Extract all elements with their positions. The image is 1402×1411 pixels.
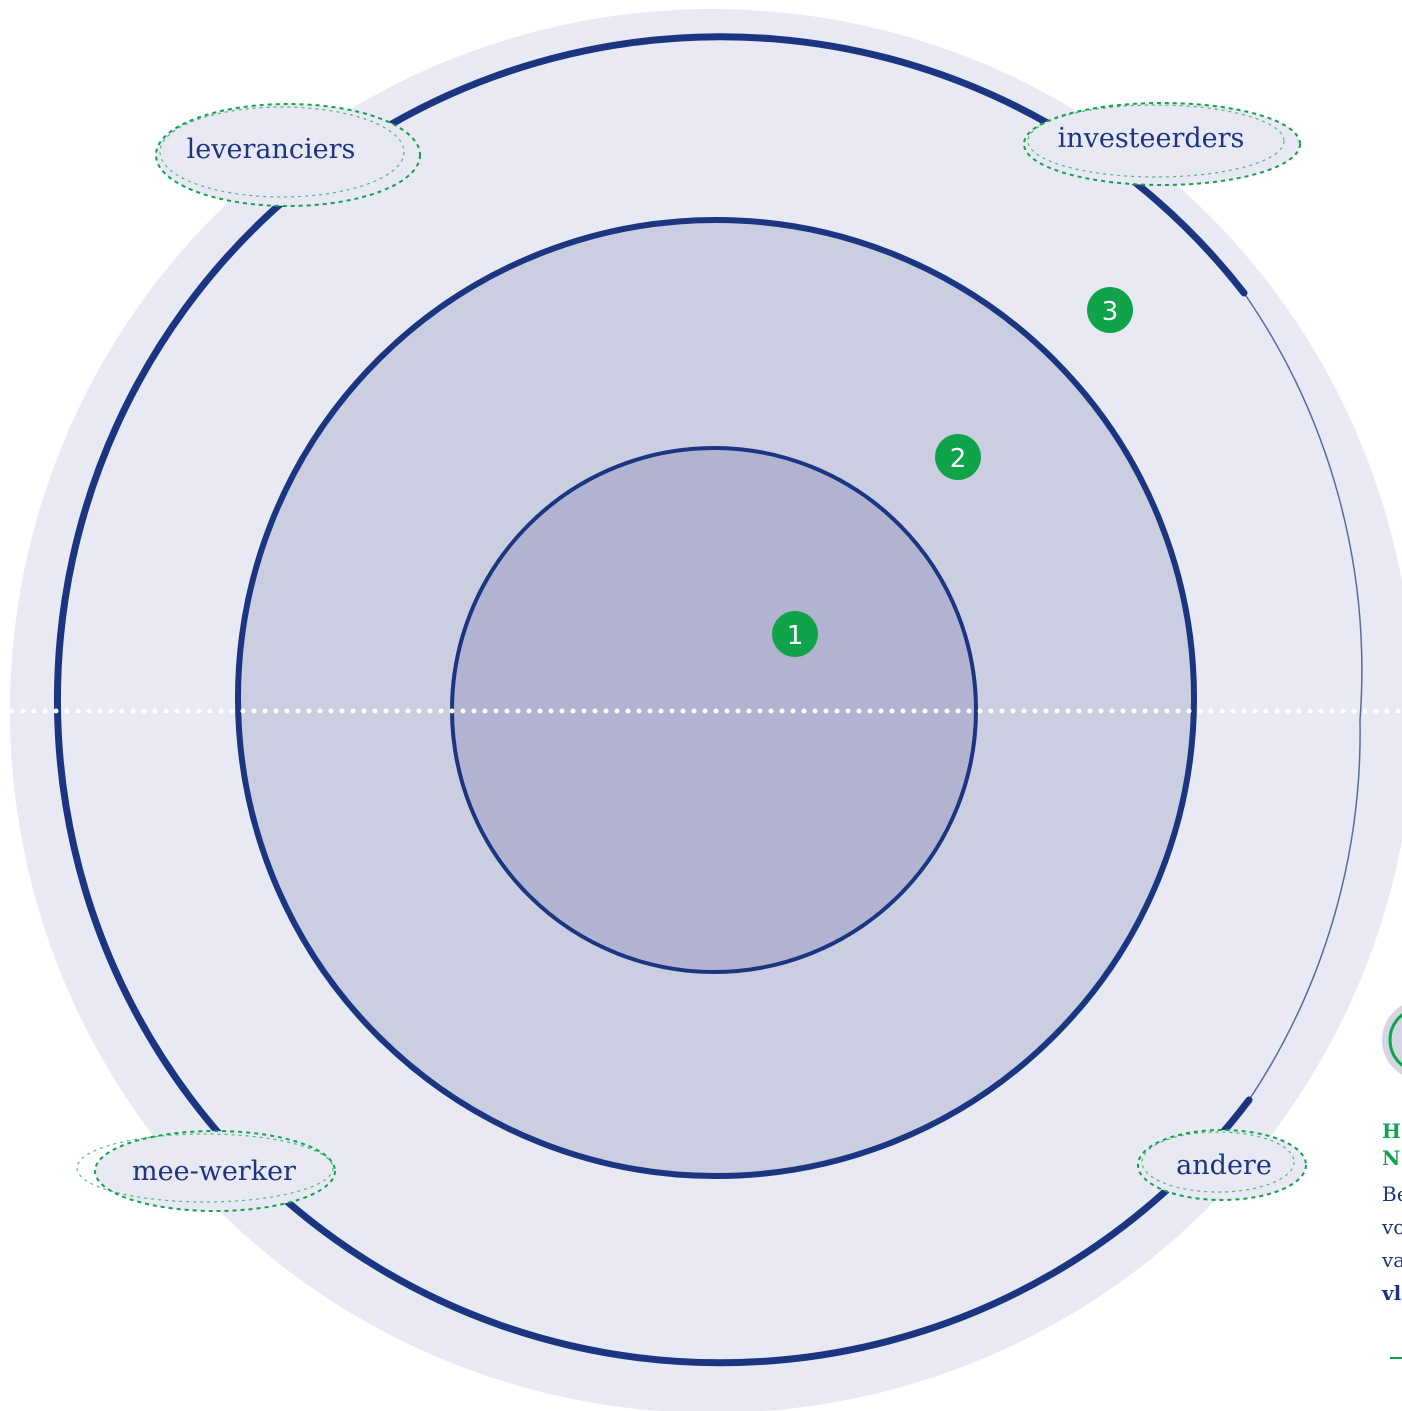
stakeholder-mee-werker: mee-werker	[76, 1130, 336, 1212]
side-panel-bold-line: vl	[1382, 1281, 1402, 1305]
side-panel-title-line2: N	[1382, 1146, 1401, 1170]
ring-1-number: 1	[787, 621, 804, 651]
side-panel-body-line3: va	[1382, 1248, 1402, 1272]
side-panel-title-line1: H	[1382, 1119, 1401, 1143]
side-panel-body-line1: Be	[1382, 1182, 1402, 1206]
ring-3-marker: 3	[1087, 287, 1133, 333]
ring-3-number: 3	[1102, 297, 1119, 327]
ring-3-stroke	[53, 33, 1253, 1367]
ring-2-stroke	[235, 217, 1197, 1179]
stakeholder-andere: andere	[1137, 1129, 1307, 1201]
stakeholder-leveranciers: leveranciers	[155, 103, 421, 207]
stakeholder-label-investeerders: investeerders	[1058, 123, 1245, 154]
ring-2-number: 2	[950, 444, 967, 474]
stakeholder-label-andere: andere	[1176, 1150, 1272, 1181]
stakeholder-label-leveranciers: leveranciers	[187, 134, 356, 165]
cropped-icon	[1382, 1005, 1402, 1075]
side-panel-body-line2: vo	[1382, 1215, 1402, 1239]
ring-1-marker: 1	[772, 611, 818, 657]
stakeholder-investeerders: investeerders	[1023, 102, 1301, 186]
ring-2-marker: 2	[935, 434, 981, 480]
ring-3-stroke-thin	[1243, 292, 1363, 1101]
stakeholder-label-mee-werker: mee-werker	[132, 1156, 296, 1187]
